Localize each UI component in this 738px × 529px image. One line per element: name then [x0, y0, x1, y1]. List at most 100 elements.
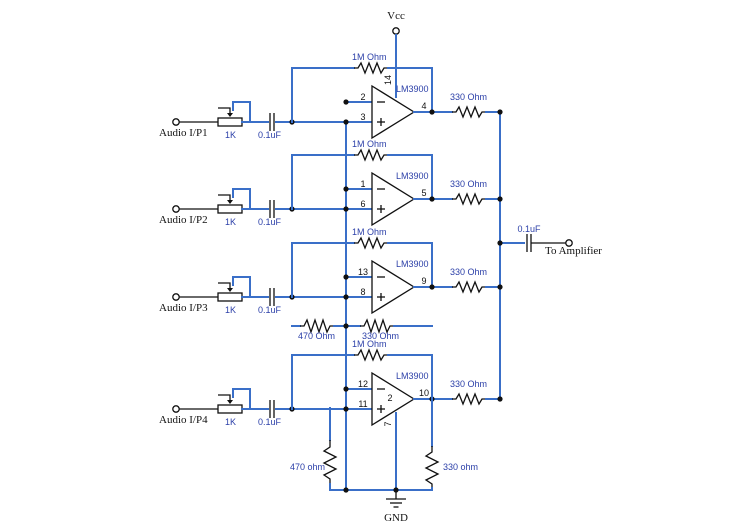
feedback-resistor — [354, 236, 388, 250]
potentiometer[interactable] — [217, 101, 251, 127]
input-label: Audio I/P4 — [159, 414, 208, 426]
stage-3-bias-resistor-label: 470 Ohm — [298, 331, 335, 341]
pin-number: 7 — [383, 421, 393, 426]
feedback-wire — [291, 154, 355, 210]
input-terminal[interactable] — [172, 118, 180, 126]
junction-dot — [343, 186, 349, 192]
junction-dot — [343, 294, 349, 300]
coupling-capacitor — [269, 288, 275, 306]
junction-dot — [497, 396, 503, 402]
feedback-wire — [291, 354, 355, 410]
feedback-resistor-label: 1M Ohm — [352, 52, 387, 62]
ic-label: LM3900 — [396, 371, 429, 381]
op-amp — [371, 84, 416, 140]
ic-label: LM3900 — [396, 84, 429, 94]
pot-label: 1K — [225, 130, 236, 140]
pin-number: 9 — [421, 276, 426, 286]
feedback-wire — [387, 354, 433, 400]
cap-label: 0.1uF — [258, 217, 282, 227]
pin-number: 14 — [383, 75, 393, 85]
output-capacitor — [526, 234, 532, 252]
junction-dot — [497, 196, 503, 202]
summing-resistor — [452, 192, 486, 206]
feedback-resistor-label: 1M Ohm — [352, 139, 387, 149]
pot-label: 1K — [225, 417, 236, 427]
potentiometer[interactable] — [217, 388, 251, 414]
junction-dot — [497, 240, 503, 246]
feedback-resistor — [354, 148, 388, 162]
input-label: Audio I/P2 — [159, 214, 208, 226]
output-terminal[interactable] — [565, 239, 573, 247]
input-terminal[interactable] — [172, 205, 180, 213]
feedback-wire — [291, 242, 355, 298]
pin-number: 10 — [419, 388, 429, 398]
junction-dot — [343, 487, 349, 493]
coupling-capacitor — [269, 113, 275, 131]
coupling-capacitor — [269, 200, 275, 218]
potentiometer[interactable] — [217, 188, 251, 214]
input-terminal[interactable] — [172, 405, 180, 413]
summing-resistor-label: 330 Ohm — [450, 267, 487, 277]
op-amp — [371, 371, 416, 427]
junction-dot — [429, 284, 435, 290]
pin-number: 6 — [360, 199, 365, 209]
junction-dot — [343, 206, 349, 212]
summing-resistor-label: 330 Ohm — [450, 379, 487, 389]
pin-number: 5 — [421, 188, 426, 198]
gnd-label: GND — [384, 512, 408, 524]
stage-4-load-resistor-label: 330 ohm — [443, 462, 478, 472]
pot-label: 1K — [225, 217, 236, 227]
pin-number: 8 — [360, 287, 365, 297]
pin-number: 12 — [358, 379, 368, 389]
pin-number: 4 — [421, 101, 426, 111]
ic-label: LM3900 — [396, 171, 429, 181]
junction-dot — [343, 386, 349, 392]
feedback-wire — [387, 242, 433, 288]
pot-label: 1K — [225, 305, 236, 315]
potentiometer[interactable] — [217, 276, 251, 302]
pin-number: 2 — [360, 92, 365, 102]
pin-number: 13 — [358, 267, 368, 277]
op-amp — [371, 259, 416, 315]
feedback-resistor-label: 1M Ohm — [352, 227, 387, 237]
ic-label: LM3900 — [396, 259, 429, 269]
junction-dot — [497, 284, 503, 290]
output-label: To Amplifier — [545, 245, 602, 257]
cap-label: 0.1uF — [258, 130, 282, 140]
vcc-terminal[interactable] — [392, 27, 400, 35]
stage-4-bias-resistor-label: 470 ohm — [290, 462, 325, 472]
junction-dot — [393, 487, 399, 493]
stage-3-bias-network: 470 Ohm 330 Ohm — [291, 317, 433, 341]
feedback-resistor-label: 1M Ohm — [352, 339, 387, 349]
cap-label: 0.1uF — [258, 305, 282, 315]
input-label: Audio I/P1 — [159, 127, 208, 139]
input-label: Audio I/P3 — [159, 302, 208, 314]
junction-dot — [429, 109, 435, 115]
feedback-resistor — [354, 61, 388, 75]
pin-number: 11 — [358, 399, 367, 409]
output-cap-label: 0.1uF — [517, 224, 541, 234]
summing-resistor-label: 330 Ohm — [450, 179, 487, 189]
feedback-wire — [291, 67, 355, 123]
summing-resistor — [452, 280, 486, 294]
junction-dot — [497, 109, 503, 115]
vcc-label: Vcc — [387, 10, 405, 22]
junction-dot — [343, 406, 349, 412]
pin-number: 2 — [387, 393, 392, 403]
stage-4-bias-network: 470 ohm 330 ohm — [290, 395, 478, 493]
feedback-wire — [387, 67, 433, 113]
junction-dot — [343, 99, 349, 105]
stage-3-feedback-resistor-label: 330 Ohm — [362, 331, 399, 341]
coupling-capacitor — [269, 400, 275, 418]
junction-dot — [429, 196, 435, 202]
feedback-wire — [387, 154, 433, 200]
junction-dot — [343, 323, 349, 329]
junction-dot — [343, 274, 349, 280]
pin-number: 3 — [360, 112, 365, 122]
op-amp — [371, 171, 416, 227]
input-terminal[interactable] — [172, 293, 180, 301]
